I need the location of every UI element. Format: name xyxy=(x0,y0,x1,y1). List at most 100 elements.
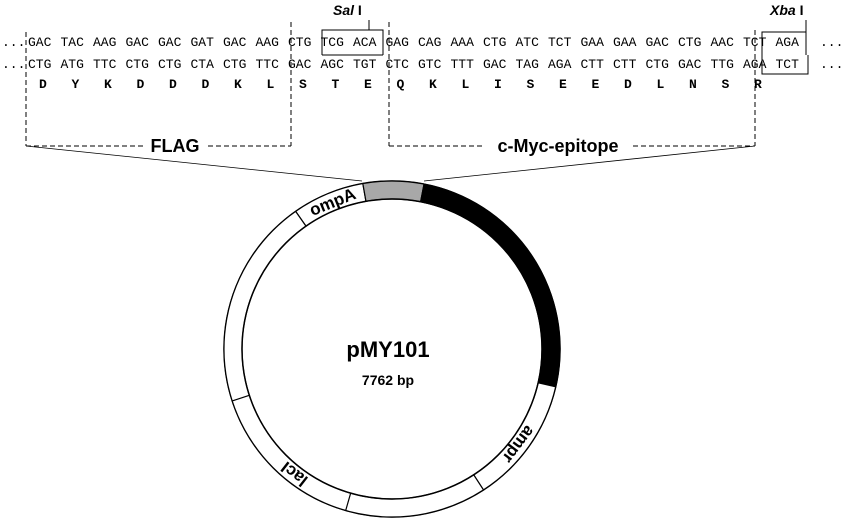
top-codon-7: AAG xyxy=(256,35,279,50)
bottom-codon-9: AGC xyxy=(321,57,345,72)
xba-i-site: Xba I xyxy=(761,2,809,75)
aa-9: T xyxy=(332,77,340,92)
bottom-codon-13: TTT xyxy=(451,57,475,72)
top-codon-14: CTG xyxy=(483,35,506,50)
laci-divider xyxy=(232,394,250,402)
bottom-codon-11: CTC xyxy=(386,57,410,72)
top-codon-13: AAA xyxy=(451,35,475,50)
aa-20: N xyxy=(689,77,697,92)
aa-16: E xyxy=(559,77,567,92)
plasmid-size: 7762 bp xyxy=(362,372,414,388)
top-codon-9: TCG xyxy=(321,35,344,50)
sal-i-label: Sal I xyxy=(333,2,362,18)
bottom-strand-lead: ... xyxy=(2,57,25,72)
bottom-strand: CTG ATG TTC CTG CTG CTA CTG TTC GAC AGC TGT CTC GTC T… xyxy=(28,57,799,72)
top-strand: GAC TAC AAG GAC GAC GAT GAC AAG CTG TCG ACA GAG CAG A… xyxy=(28,35,799,50)
bottom-codon-19: CTG xyxy=(646,57,669,72)
bottom-codon-0: CTG xyxy=(28,57,51,72)
bottom-codon-20: GAC xyxy=(678,57,702,72)
sal-i-site: Sal I xyxy=(321,2,384,56)
bottom-codon-1: ATG xyxy=(61,57,84,72)
bottom-codon-10: TGT xyxy=(353,57,377,72)
bottom-codon-3: CTG xyxy=(126,57,149,72)
expansion-line-left xyxy=(25,145,363,182)
aa-0: D xyxy=(39,77,47,92)
bottom-codon-17: CTT xyxy=(581,57,605,72)
bottom-codon-16: AGA xyxy=(548,57,572,72)
bottom-codon-15: TAG xyxy=(516,57,539,72)
top-codon-2: AAG xyxy=(93,35,116,50)
aa-5: D xyxy=(202,77,210,92)
top-codon-15: ATC xyxy=(516,35,540,50)
xba-i-top-box xyxy=(761,31,807,55)
bottom-codon-18: CTT xyxy=(613,57,637,72)
xba-i-bottom-box xyxy=(761,55,809,75)
bottom-codon-6: CTG xyxy=(223,57,246,72)
expansion-line-right xyxy=(423,145,756,182)
aa-10: E xyxy=(364,77,372,92)
bottom-codon-14: GAC xyxy=(483,57,507,72)
aa-15: S xyxy=(527,77,535,92)
bottom-strand-tail: ... xyxy=(820,57,843,72)
aa-3: D xyxy=(137,77,145,92)
aa-6: K xyxy=(234,77,242,92)
bottom-codon-5: CTA xyxy=(191,57,215,72)
sal-i-suffix: I xyxy=(354,2,362,18)
top-codon-0: GAC xyxy=(28,35,52,50)
top-codon-6: GAC xyxy=(223,35,247,50)
flag-bracket xyxy=(25,22,292,147)
bottom-codon-21: TTG xyxy=(711,57,734,72)
xba-i-suffix: I xyxy=(796,2,804,18)
xba-i-name: Xba xyxy=(769,2,796,18)
top-codon-11: GAG xyxy=(386,35,409,50)
top-codon-1: TAC xyxy=(61,35,85,50)
top-codon-18: GAA xyxy=(613,35,637,50)
aa-4: D xyxy=(169,77,177,92)
aa-7: L xyxy=(267,77,275,92)
top-strand-tail: ... xyxy=(820,35,843,50)
aa-14: I xyxy=(494,77,502,92)
top-codon-12: CAG xyxy=(418,35,441,50)
sal-i-name: Sal xyxy=(333,2,355,18)
aa-13: L xyxy=(462,77,470,92)
bottom-codon-7: TTC xyxy=(256,57,280,72)
aa-18: D xyxy=(624,77,632,92)
aa-19: L xyxy=(657,77,665,92)
top-codon-5: GAT xyxy=(191,35,215,50)
bottom-codon-8: GAC xyxy=(288,57,312,72)
plasmid-name: pMY101 xyxy=(346,337,429,362)
sequence-block: ... ... GAC TAC AAG GAC GAC GAT GAC AAG CTG TCG AC… xyxy=(2,35,843,92)
xba-i-label: Xba I xyxy=(769,2,803,18)
aa-2: K xyxy=(104,77,112,92)
bottom-codon-2: TTC xyxy=(93,57,117,72)
top-codon-19: GAC xyxy=(646,35,670,50)
flag-label: FLAG xyxy=(151,136,200,156)
aa-12: K xyxy=(429,77,437,92)
bottom-codon-23: TCT xyxy=(776,57,800,72)
bottom-codon-12: GTC xyxy=(418,57,442,72)
top-codon-8: CTG xyxy=(288,35,311,50)
aa-11: Q xyxy=(397,77,405,92)
top-codon-16: TCT xyxy=(548,35,572,50)
myc-label: c-Myc-epitope xyxy=(497,136,618,156)
top-codon-3: GAC xyxy=(126,35,150,50)
ampr-laci-divider xyxy=(345,493,352,511)
aa-8: S xyxy=(299,77,307,92)
top-codon-17: GAA xyxy=(581,35,605,50)
top-strand-lead: ... xyxy=(2,35,25,50)
top-codon-10: ACA xyxy=(353,35,377,50)
aa-17: E xyxy=(592,77,600,92)
bottom-codon-4: CTG xyxy=(158,57,181,72)
top-codon-21: AAC xyxy=(711,35,735,50)
top-codon-20: CTG xyxy=(678,35,701,50)
myc-bracket xyxy=(388,22,756,147)
sal-i-top-box xyxy=(321,29,384,55)
top-codon-23: AGA xyxy=(776,35,800,50)
aa-22: R xyxy=(754,77,762,92)
aa-21: S xyxy=(722,77,730,92)
aa-1: Y xyxy=(72,77,80,92)
